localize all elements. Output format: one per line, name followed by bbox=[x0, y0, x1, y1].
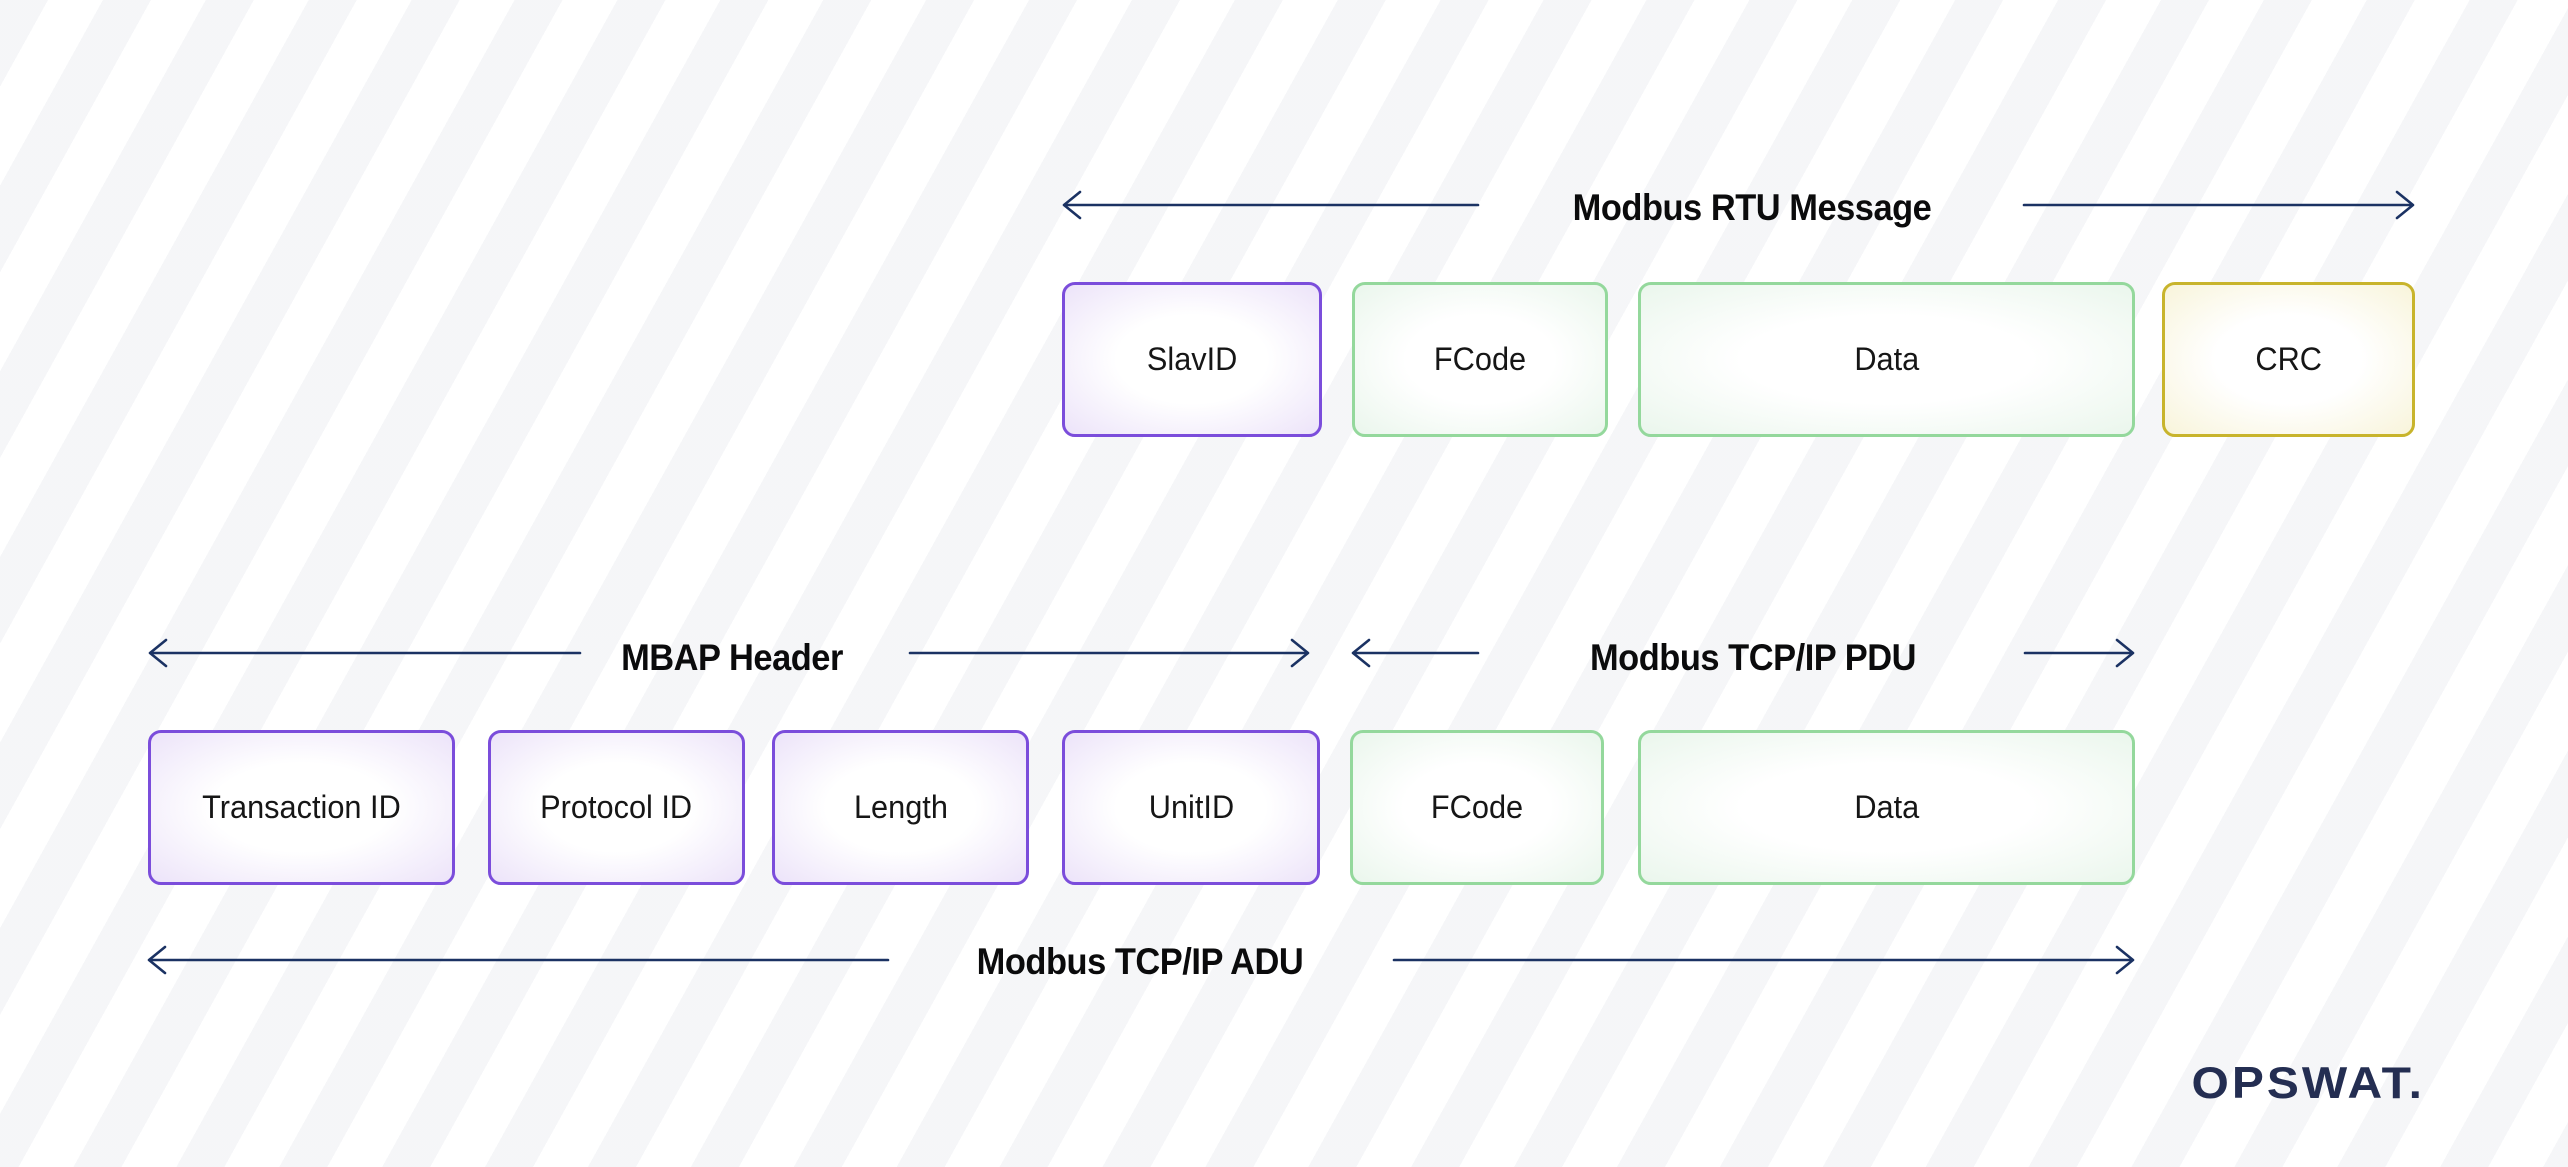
mbap-arrow-left-icon bbox=[148, 638, 582, 668]
field-box-unitid: UnitID bbox=[1062, 730, 1320, 885]
adu-title: Modbus TCP/IP ADU bbox=[976, 941, 1304, 982]
field-label: Length bbox=[853, 789, 948, 825]
adu-arrow-left-icon bbox=[147, 945, 890, 975]
field-label: CRC bbox=[2255, 341, 2322, 377]
pdu-arrow-right-icon bbox=[2023, 638, 2135, 668]
opswat-logo: OPSWAT. bbox=[2191, 1059, 2425, 1108]
field-box-transaction-id: Transaction ID bbox=[148, 730, 455, 885]
field-box-slavid: SlavID bbox=[1062, 282, 1322, 437]
mbap-title: MBAP Header bbox=[621, 637, 843, 678]
field-label: Data bbox=[1854, 789, 1919, 825]
rtu-title: Modbus RTU Message bbox=[1572, 187, 1932, 228]
field-box-length: Length bbox=[772, 730, 1029, 885]
field-box-data-tcp: Data bbox=[1638, 730, 2135, 885]
field-label: SlavID bbox=[1146, 341, 1238, 377]
adu-arrow-right-icon bbox=[1392, 945, 2135, 975]
field-label: FCode bbox=[1430, 789, 1524, 825]
field-box-fcode-rtu: FCode bbox=[1352, 282, 1608, 437]
field-label: UnitID bbox=[1148, 789, 1234, 825]
field-box-data-rtu: Data bbox=[1638, 282, 2135, 437]
field-box-fcode-tcp: FCode bbox=[1350, 730, 1604, 885]
pdu-arrow-left-icon bbox=[1351, 638, 1480, 668]
field-box-protocol-id: Protocol ID bbox=[488, 730, 745, 885]
mbap-arrow-right-icon bbox=[908, 638, 1310, 668]
rtu-arrow-left-icon bbox=[1062, 190, 1480, 220]
rtu-arrow-right-icon bbox=[2022, 190, 2415, 220]
field-box-crc: CRC bbox=[2162, 282, 2415, 437]
field-label: Data bbox=[1854, 341, 1919, 377]
field-label: Protocol ID bbox=[540, 789, 693, 825]
field-label: FCode bbox=[1433, 341, 1527, 377]
pdu-title: Modbus TCP/IP PDU bbox=[1589, 637, 1917, 678]
field-label: Transaction ID bbox=[202, 789, 401, 825]
